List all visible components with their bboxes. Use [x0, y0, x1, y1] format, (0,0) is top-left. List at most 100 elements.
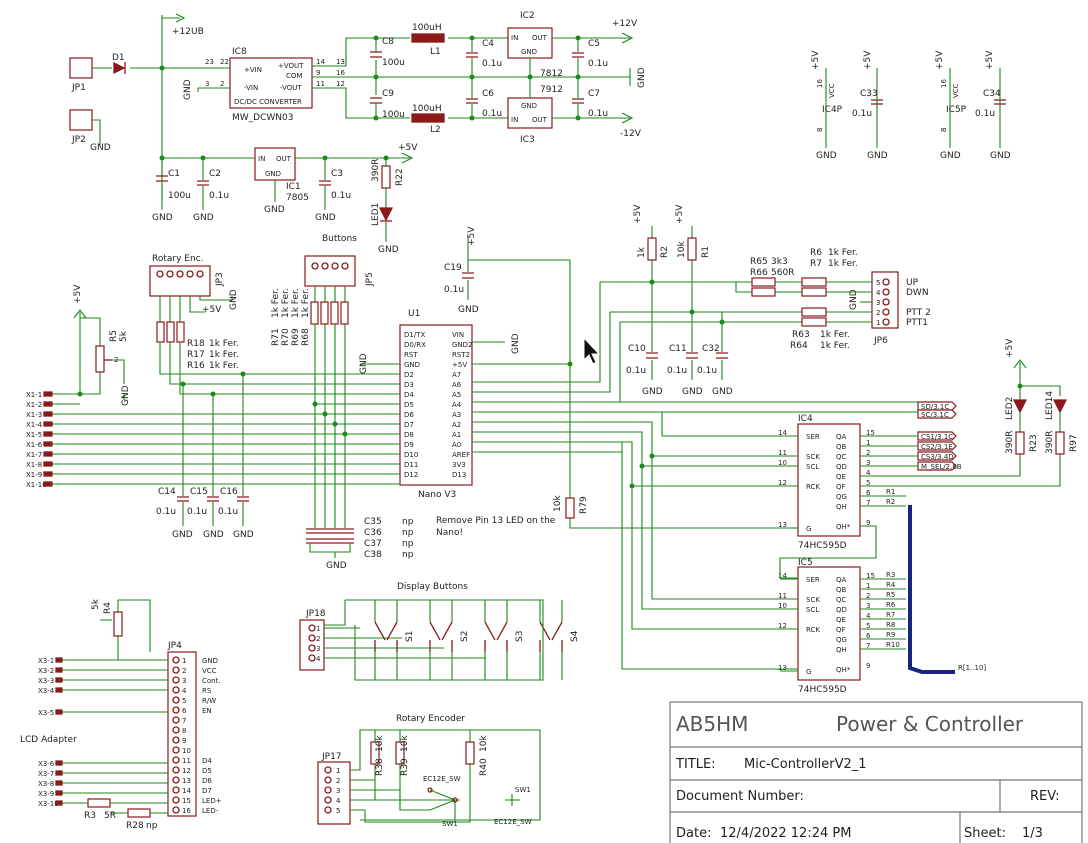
nano-name: Nano V3 — [418, 490, 456, 500]
r69-resistor — [330, 301, 339, 325]
c8-label: C8 — [382, 37, 394, 47]
x3-pin-label: X3-3 — [38, 677, 54, 685]
nano-pin-a0: A0 — [452, 441, 461, 449]
sr-pin-name: QB — [836, 443, 847, 451]
ec12e-label: EC12E_SW — [494, 818, 532, 826]
ic5-label: IC5 — [798, 558, 813, 568]
r28-resistor — [127, 808, 151, 818]
cap-value: 0.1u — [187, 507, 207, 517]
resistor-value: 1k Fer. — [820, 341, 850, 351]
x3-pin-label: X3-7 — [38, 770, 54, 778]
jp4-pin-name: D6 — [202, 777, 212, 785]
jp4-pin — [172, 766, 180, 774]
cap-value: 0.1u — [156, 507, 176, 517]
nano-pin-rst2: RST2 — [452, 351, 470, 359]
jp4-pin-name: EN — [202, 707, 212, 715]
jp18-pin — [308, 624, 316, 632]
jp6-pin — [882, 318, 890, 326]
nano-pin-d2: D2 — [404, 371, 414, 379]
sr-pin-name: SCL — [806, 463, 819, 471]
ic8-pin-nvout: -VOUT — [280, 84, 302, 92]
nano-pin-d11: D11 — [404, 461, 418, 469]
resistor-value: 1k Fer. — [209, 361, 239, 371]
l2-value: 100uH — [412, 104, 442, 114]
author: AB5HM — [676, 712, 748, 736]
x3-pin-label: X3-2 — [38, 667, 54, 675]
resistor-value: 10k — [375, 735, 385, 752]
net-flag — [917, 409, 957, 419]
sr-pin-number: 10 — [778, 602, 787, 610]
sr-pin-number: 10 — [778, 459, 787, 467]
jp18-pin — [308, 634, 316, 642]
ic4-output-flags: SD/3.1CSC/3.1CCS1/3.1CCS2/3.1ECS3/3.4DM_… — [472, 401, 962, 471]
r2-resistor — [647, 237, 657, 261]
pushbutton-icon — [539, 621, 563, 652]
jp4-pin-name: LED+ — [202, 797, 222, 805]
nano-pin-aref: AREF — [452, 451, 470, 459]
jp4-pin-number: 1 — [182, 657, 186, 665]
jp17-pin — [324, 806, 332, 814]
power-section: JP1 JP2 GND D1 +12UB IC8 DC/DC CONVERTER… — [69, 11, 647, 255]
reg-pin: GND — [521, 48, 537, 56]
x3-pin-label: X3-4 — [38, 687, 55, 695]
sr-pin-number: 2 — [866, 592, 870, 600]
doc-number-label: Document Number: — [676, 789, 804, 804]
nano-pin-rst: RST — [404, 351, 418, 359]
x3-terminal — [55, 677, 63, 683]
jp17-pin-number: 3 — [336, 787, 340, 795]
led1-icon — [378, 207, 394, 222]
jp4-pin-number: 16 — [182, 807, 191, 815]
r2-label: R2 — [660, 246, 670, 258]
reg-pin: OUT — [276, 155, 292, 163]
ic8-label: IC8 — [232, 47, 247, 57]
ic5-part: 74HC595D — [798, 685, 847, 695]
x3-pin-label: X3-6 — [38, 760, 55, 768]
r68-label: R68 — [301, 328, 311, 346]
jp4-pin-number: 4 — [182, 687, 187, 695]
net-flag-label: CS1/3.1C — [921, 433, 953, 441]
jp17-pin-number: 5 — [336, 807, 340, 815]
pushbutton-icon — [374, 621, 398, 652]
sr-pin-number: 2 — [866, 449, 870, 457]
jp17-header — [317, 761, 351, 825]
x3-pin-label: X3-1 — [38, 657, 54, 665]
jp18-label: JP18 — [305, 609, 326, 619]
ic8-pinnum: 22 — [220, 58, 229, 66]
nano-pin-a2: A2 — [452, 421, 461, 429]
x3-pin-label: X3-5 — [38, 709, 54, 717]
r3-label: R3 — [84, 811, 96, 821]
sr-pin-name: QC — [836, 596, 847, 604]
nano-pin-d4: D4 — [404, 391, 414, 399]
jp4-pin-number: 7 — [182, 717, 186, 725]
sheet-value: 1/3 — [1022, 826, 1043, 841]
pin-name: VCC — [828, 83, 836, 98]
reg-pin: IN — [511, 116, 518, 124]
x3-terminal — [55, 667, 63, 673]
shift-register-section: IC4 74HC595D IC5 74HC595D SER14SCK11SCL1… — [472, 338, 1079, 695]
jp4-pin — [172, 736, 180, 744]
net-label: R10 — [886, 641, 900, 649]
ic8-pinnum: 23 — [205, 58, 214, 66]
pin-number: 16 — [940, 79, 948, 88]
c19-value: 0.1u — [444, 285, 464, 295]
jp6-pin-name: DWN — [906, 288, 929, 298]
gnd-label: GND — [378, 245, 399, 255]
jp4-pin-name: D4 — [202, 757, 212, 765]
net-label: R8 — [886, 621, 895, 629]
r65-resistor — [751, 277, 776, 287]
r79-resistor — [565, 497, 575, 519]
jp4-pin-name: VCC — [202, 667, 217, 675]
c16-label: C16 — [220, 487, 238, 497]
sr-pin-number: 15 — [866, 572, 875, 580]
pin-number: 16 — [816, 79, 824, 88]
rev-label: REV: — [1030, 789, 1059, 804]
sr-pin-name: RCK — [806, 626, 820, 634]
x1-pin-label: X1-1 — [26, 391, 42, 399]
sr-pin-name: QD — [836, 606, 847, 614]
net-flag — [917, 461, 957, 471]
jp17-pin — [324, 766, 332, 774]
r3-resistor — [87, 798, 111, 808]
sr-pin-name: QE — [836, 616, 846, 624]
